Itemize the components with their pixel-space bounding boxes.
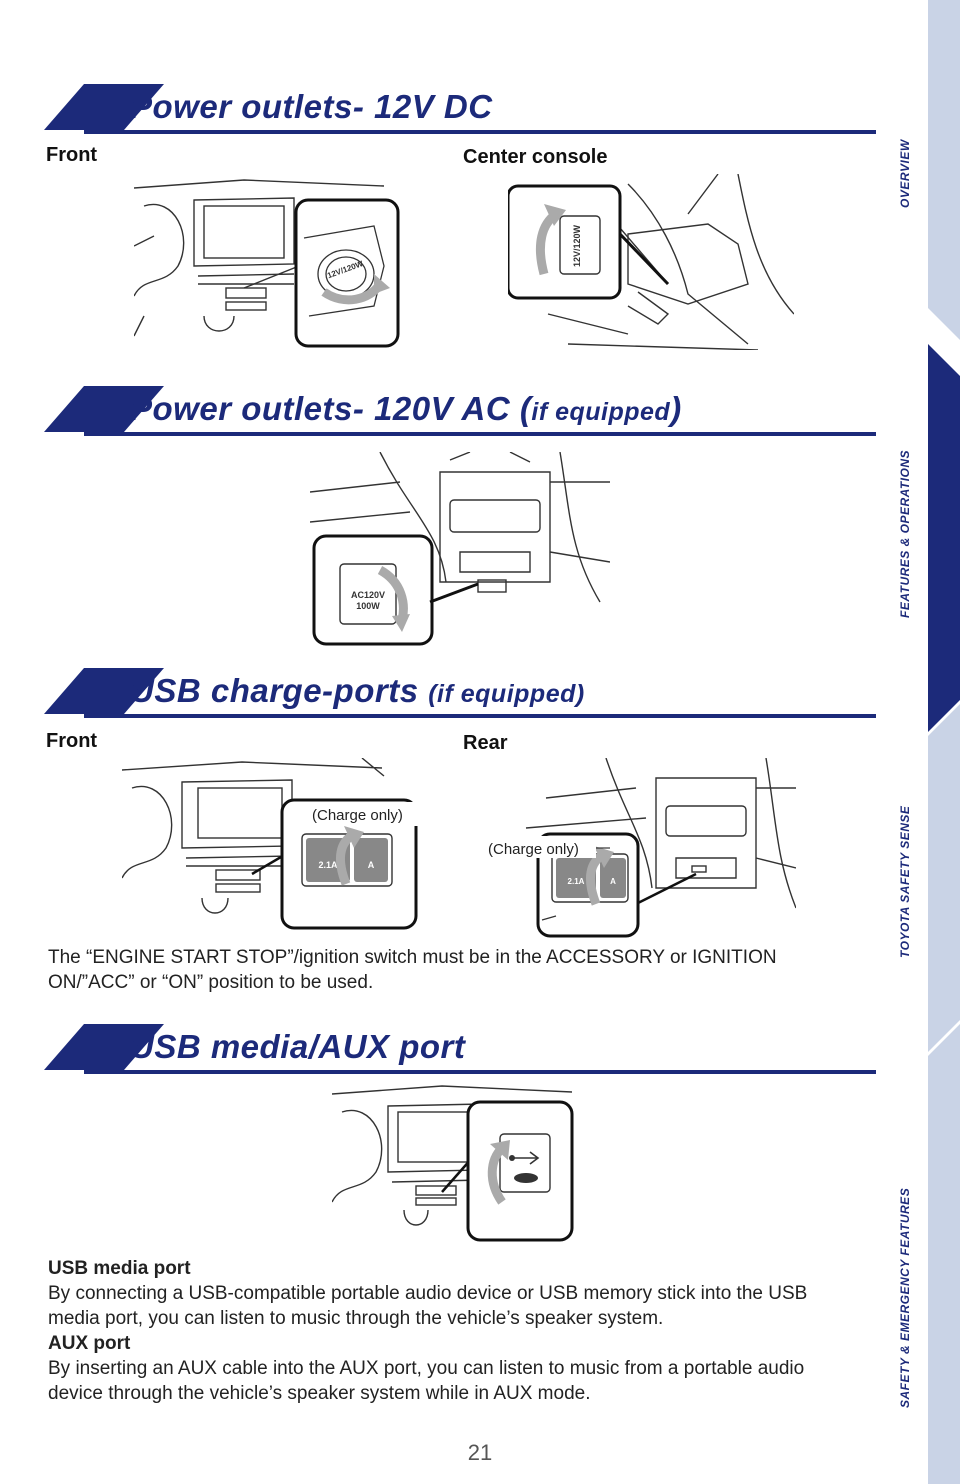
section-header-dc: Power outlets- 12V DC — [44, 84, 876, 134]
usb-media-heading: USB media port — [48, 1258, 191, 1279]
header-flag-icon — [44, 1024, 164, 1070]
side-tab-strip — [928, 0, 960, 1484]
section-title-usb-charge: USB charge-ports (if equipped) — [130, 672, 585, 709]
header-flag-icon — [44, 84, 164, 130]
header-flag-icon — [44, 386, 164, 432]
label-center-console: Center console — [463, 146, 608, 168]
side-tab-overview[interactable] — [928, 0, 960, 340]
section-title-dc: Power outlets- 12V DC — [130, 88, 493, 125]
section-header-usb-charge: USB charge-ports (if equipped) — [44, 668, 876, 718]
dc-console-outlet-text: 12V/120W — [572, 224, 582, 267]
usb-front-rating: 2.1A — [318, 860, 338, 870]
usb-media-text: By connecting a USB-compatible portable … — [48, 1283, 808, 1329]
aux-text: By inserting an AUX cable into the AUX p… — [48, 1358, 805, 1404]
usb-rear-rating-2: A — [610, 877, 616, 886]
section-header-usb-media: USB media/AUX port — [44, 1024, 876, 1074]
side-tab-features[interactable] — [928, 344, 960, 732]
label-rear-usb: Rear — [463, 732, 508, 754]
usb-media-illustration — [332, 1085, 574, 1242]
ignition-note: The “ENGINE START STOP”/ignition switch … — [48, 947, 777, 993]
front-usb-illustration: 2.1A A (Charge only) — [122, 758, 418, 930]
rear-usb-illustration: 2.1A A (Charge only) — [486, 758, 796, 938]
section-header-ac: Power outlets- 120V AC (if equipped) — [44, 386, 876, 436]
header-flag-icon — [44, 668, 164, 714]
section-title-usb-media: USB media/AUX port — [130, 1028, 466, 1065]
rear-ac-outlet-illustration: AC120V 100W — [310, 452, 610, 646]
center-console-illustration: 12V/120W — [508, 174, 794, 350]
charge-only-rear: (Charge only) — [488, 841, 579, 858]
ac-outlet-text-1: AC120V — [351, 590, 385, 600]
aux-heading: AUX port — [48, 1333, 131, 1354]
usb-rear-rating: 2.1A — [568, 877, 585, 886]
front-dash-illustration: 12V/120W — [134, 179, 400, 348]
aux-jack-icon — [514, 1173, 538, 1183]
ac-outlet-text-2: 100W — [356, 601, 380, 611]
side-tab-tss[interactable] — [928, 704, 960, 1052]
label-front-usb: Front — [46, 730, 98, 752]
usb-media-description: USB media port By connecting a USB-compa… — [48, 1256, 818, 1406]
side-tab-safety[interactable] — [928, 1024, 960, 1484]
section-title-ac: Power outlets- 120V AC (if equipped) — [130, 390, 682, 427]
page-number: 21 — [467, 1440, 493, 1465]
usb-front-rating-2: A — [368, 860, 375, 870]
charge-only-front: (Charge only) — [312, 807, 403, 824]
label-front-dc: Front — [46, 144, 98, 166]
